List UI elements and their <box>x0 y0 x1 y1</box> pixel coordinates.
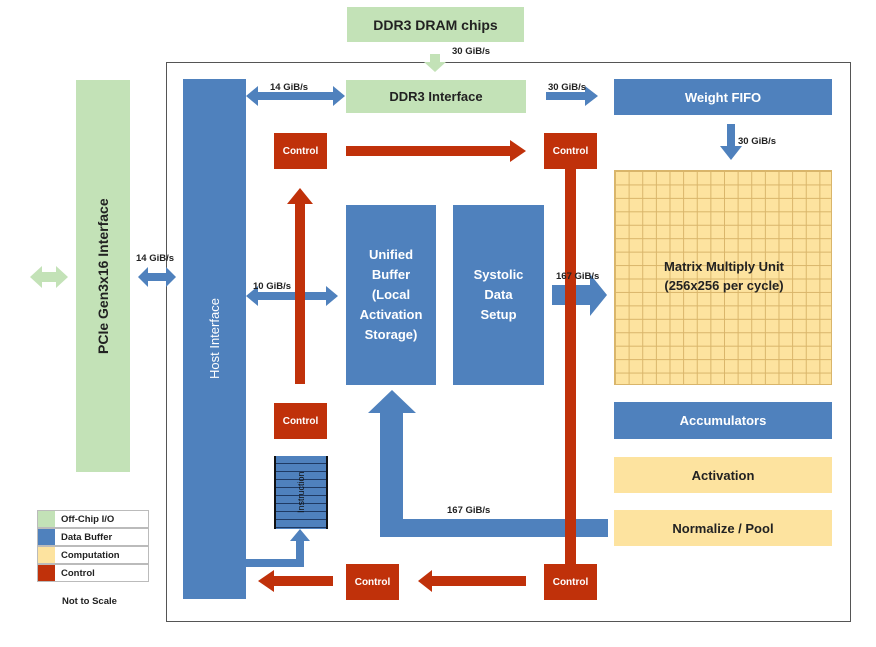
instruction-label: Instruction <box>296 471 306 514</box>
setup-mmu-arrow <box>552 274 607 316</box>
ddr-chips-arrow <box>424 54 446 72</box>
mmu-label: Matrix Multiply Unit (256x256 per cycle) <box>664 258 784 294</box>
host-ub-arrow <box>246 286 338 306</box>
legend-swatch <box>38 511 55 527</box>
legend-label: Computation <box>61 549 120 561</box>
pcie-host-arrow <box>138 267 176 287</box>
ddr3-dram-chips: DDR3 DRAM chips <box>347 7 524 42</box>
legend-label: Off-Chip I/O <box>61 513 115 525</box>
weight-fifo: Weight FIFO <box>614 79 832 115</box>
bw-fifo-mmu-label: 30 GiB/s <box>738 136 777 147</box>
host-instruction-arrow <box>246 529 310 567</box>
legend-note: Not to Scale <box>62 596 117 607</box>
host-ddr-arrow <box>246 86 345 106</box>
legend-swatch <box>38 529 55 545</box>
bw-host-ub-label: 10 GiB/s <box>253 281 292 292</box>
legend-computation: Computation <box>37 546 149 564</box>
legend-data-buffer: Data Buffer <box>37 528 149 546</box>
bw-host-ddr-label: 14 GiB/s <box>270 82 309 93</box>
control-flow-top <box>346 140 526 162</box>
control-flow-bottom-1 <box>418 570 526 592</box>
control-box-mid-left: Control <box>274 403 327 439</box>
ddr3-interface: DDR3 Interface <box>346 80 526 113</box>
bw-pcie-host-label: 14 GiB/s <box>136 253 175 264</box>
unified-buffer: Unified Buffer (Local Activation Storage… <box>346 205 436 385</box>
activation: Activation <box>614 457 832 493</box>
control-box-bottom-right: Control <box>544 564 597 600</box>
legend-control: Control <box>37 564 149 582</box>
bw-ddr-chips-label: 30 GiB/s <box>452 46 491 57</box>
pcie-interface: PCIe Gen3x16 Interface <box>76 80 130 472</box>
legend-label: Data Buffer <box>61 531 113 543</box>
legend-offchip-io: Off-Chip I/O <box>37 510 149 528</box>
control-box-bottom-mid: Control <box>346 564 399 600</box>
ddr-fifo-arrow <box>546 86 598 106</box>
bw-ddr-fifo-label: 30 GiB/s <box>548 82 587 93</box>
bw-setup-mmu-label: 167 GiB/s <box>556 271 600 282</box>
chip-border <box>166 62 851 622</box>
matrix-multiply-unit: Matrix Multiply Unit (256x256 per cycle) <box>614 170 832 385</box>
control-flow-right <box>565 168 576 568</box>
instruction-buffer: Instruction <box>274 456 328 529</box>
control-box-top-right: Control <box>544 133 597 169</box>
legend-label: Control <box>61 567 95 579</box>
legend-swatch <box>38 547 55 563</box>
bw-return-ub-label: 167 GiB/s <box>447 505 491 516</box>
offchip-io-arrow <box>30 266 68 288</box>
host-interface: Host Interface <box>183 79 246 599</box>
return-ub-arrow <box>368 390 608 537</box>
accumulators: Accumulators <box>614 402 832 439</box>
control-flow-bottom-2 <box>258 570 333 592</box>
legend-swatch <box>38 565 55 581</box>
control-box-top-left: Control <box>274 133 327 169</box>
normalize-pool: Normalize / Pool <box>614 510 832 546</box>
control-flow-left <box>287 188 313 384</box>
systolic-data-setup: Systolic Data Setup <box>453 205 544 385</box>
fifo-mmu-arrow <box>720 124 742 160</box>
